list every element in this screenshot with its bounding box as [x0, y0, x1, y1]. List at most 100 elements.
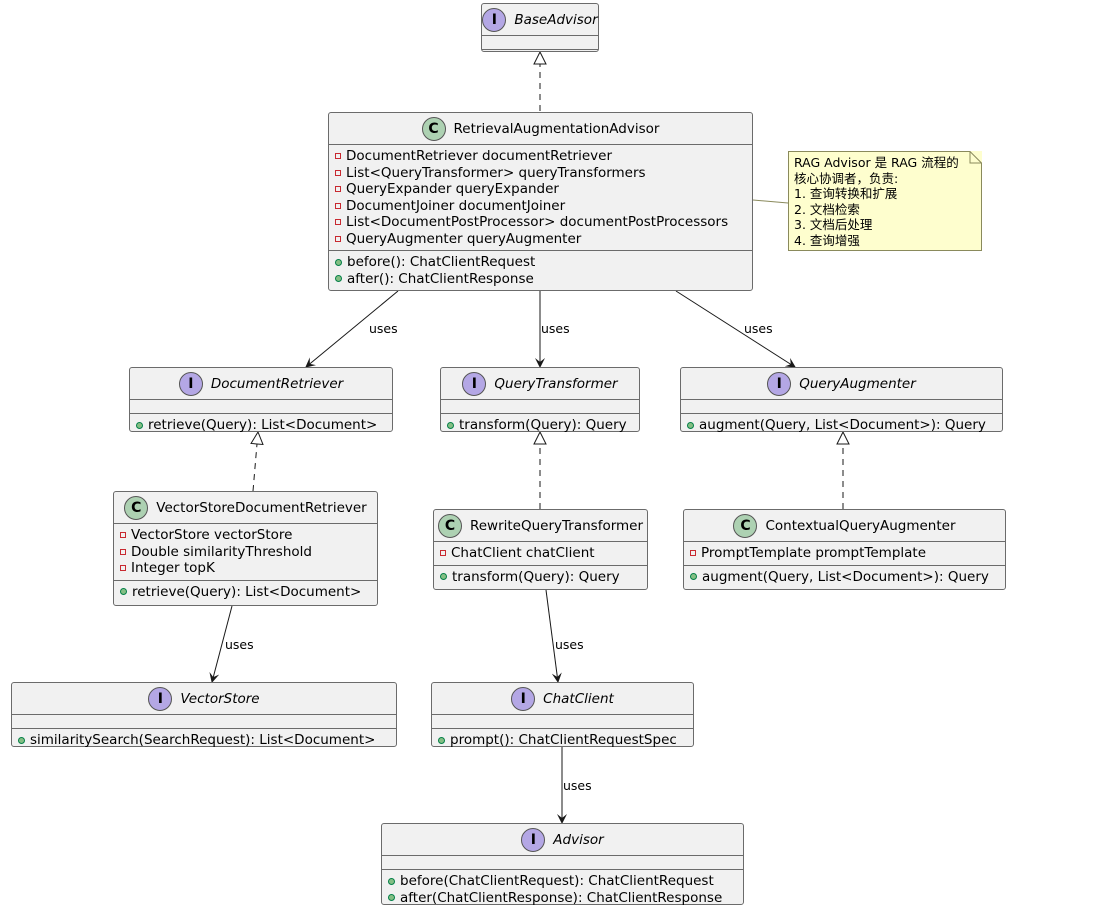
methods-section: retrieve(Query): List<Document> — [114, 581, 377, 604]
method-row: augment(Query, List<Document>): Query — [687, 417, 996, 434]
method-row: after(ChatClientResponse): ChatClientRes… — [388, 890, 737, 907]
public-icon — [120, 588, 127, 596]
fields-section — [681, 400, 1002, 414]
note-line: 4. 查询增强 — [794, 232, 860, 248]
note-line: 核心协调者，负责: — [794, 170, 899, 186]
method-row: before(): ChatClientRequest — [335, 254, 746, 271]
method-row: augment(Query, List<Document>): Query — [690, 569, 999, 586]
class-document-retriever[interactable]: I DocumentRetriever retrieve(Query): Lis… — [129, 367, 393, 433]
public-icon — [438, 736, 445, 744]
fields-section: VectorStore vectorStore Double similarit… — [114, 524, 377, 581]
field-row: Integer topK — [120, 560, 371, 577]
methods-section: augment(Query, List<Document>): Query — [681, 414, 1002, 437]
class-badge-icon: C — [421, 116, 446, 141]
private-icon — [120, 532, 126, 539]
interface-badge-icon: I — [521, 827, 546, 852]
interface-badge-icon: I — [148, 686, 173, 711]
class-name: ChatClient — [543, 690, 614, 707]
private-icon — [120, 548, 126, 555]
class-header: I DocumentRetriever — [130, 368, 392, 400]
methods-section: retrieve(Query): List<Document> — [130, 414, 392, 437]
fields-section — [432, 715, 693, 729]
public-icon — [18, 736, 25, 744]
fields-section: PromptTemplate promptTemplate — [684, 542, 1005, 566]
field-row: VectorStore vectorStore — [120, 527, 371, 544]
field-row: DocumentJoiner documentJoiner — [335, 198, 746, 215]
interface-badge-icon: I — [462, 371, 487, 396]
class-name: VectorStore — [180, 690, 260, 707]
class-badge-icon: C — [437, 513, 462, 538]
fields-section — [441, 400, 639, 414]
public-icon — [335, 275, 342, 283]
fields-section — [12, 715, 396, 729]
public-icon — [335, 258, 342, 266]
realize-vectorretriever-to-documentretriever — [253, 432, 258, 492]
private-icon — [440, 550, 446, 557]
class-name: BaseAdvisor — [514, 11, 598, 28]
class-vector-store-document-retriever[interactable]: C VectorStoreDocumentRetriever VectorSto… — [113, 491, 378, 606]
class-name: QueryTransformer — [494, 375, 618, 392]
public-icon — [388, 894, 395, 902]
uses-label: uses — [744, 321, 773, 336]
methods-section: transform(Query): Query — [434, 566, 647, 589]
class-query-augmenter[interactable]: I QueryAugmenter augment(Query, List<Doc… — [680, 367, 1003, 433]
public-icon — [447, 421, 454, 429]
class-name: ContextualQueryAugmenter — [765, 517, 956, 534]
class-vector-store[interactable]: I VectorStore similaritySearch(SearchReq… — [11, 682, 397, 749]
method-row: after(): ChatClientResponse — [335, 271, 746, 288]
field-row: Double similarityThreshold — [120, 544, 371, 561]
private-icon — [335, 235, 341, 242]
class-badge-icon: C — [733, 513, 758, 538]
method-row: similaritySearch(SearchRequest): List<Do… — [18, 732, 390, 749]
field-row: QueryAugmenter queryAugmenter — [335, 231, 746, 248]
class-contextual-query-augmenter[interactable]: C ContextualQueryAugmenter PromptTemplat… — [683, 509, 1006, 590]
private-icon — [120, 565, 126, 572]
private-icon — [690, 550, 696, 557]
fields-section: DocumentRetriever documentRetriever List… — [329, 145, 752, 251]
uses-label: uses — [541, 321, 570, 336]
public-icon — [687, 421, 694, 429]
public-icon — [136, 421, 143, 429]
class-name: RetrievalAugmentationAdvisor — [453, 120, 660, 137]
private-icon — [335, 186, 341, 193]
method-row: transform(Query): Query — [447, 417, 633, 434]
methods-section: prompt(): ChatClientRequestSpec — [432, 729, 693, 752]
method-row: retrieve(Query): List<Document> — [120, 584, 371, 601]
class-base-advisor[interactable]: I BaseAdvisor — [481, 3, 599, 52]
class-chat-client[interactable]: I ChatClient prompt(): ChatClientRequest… — [431, 682, 694, 748]
class-name: DocumentRetriever — [210, 375, 344, 392]
public-icon — [388, 877, 395, 885]
class-name: RewriteQueryTransformer — [469, 517, 644, 534]
class-header: I QueryTransformer — [441, 368, 639, 400]
field-row: DocumentRetriever documentRetriever — [335, 148, 746, 165]
fields-section: ChatClient chatClient — [434, 542, 647, 566]
class-advisor[interactable]: I Advisor before(ChatClientRequest): Cha… — [381, 823, 744, 907]
class-badge-icon: C — [124, 495, 149, 520]
uses-label: uses — [563, 778, 592, 793]
uses-label: uses — [225, 637, 254, 652]
interface-badge-icon: I — [178, 371, 203, 396]
class-header: C RetrievalAugmentationAdvisor — [329, 113, 752, 145]
methods-section: before(): ChatClientRequest after(): Cha… — [329, 251, 752, 290]
class-name: VectorStoreDocumentRetriever — [156, 499, 367, 516]
class-header: I VectorStore — [12, 683, 396, 715]
class-rewrite-query-transformer[interactable]: C RewriteQueryTransformer ChatClient cha… — [433, 509, 648, 590]
field-row: ChatClient chatClient — [440, 545, 641, 562]
note-line: 3. 文档后处理 — [794, 217, 873, 232]
class-retrieval-augmentation-advisor[interactable]: C RetrievalAugmentationAdvisor DocumentR… — [328, 112, 753, 291]
field-row: PromptTemplate promptTemplate — [690, 545, 999, 562]
note: RAG Advisor 是 RAG 流程的 核心协调者，负责: 1. 查询转换和… — [788, 151, 982, 251]
class-header: I ChatClient — [432, 683, 693, 715]
uses-vectorretriever-to-vectorstore — [209, 605, 233, 683]
note-line: 1. 查询转换和扩展 — [794, 186, 898, 201]
public-icon — [690, 573, 697, 581]
class-header: I QueryAugmenter — [681, 368, 1002, 400]
uses-label: uses — [369, 321, 398, 336]
field-row: List<DocumentPostProcessor> documentPost… — [335, 214, 746, 231]
note-line: 2. 文档检索 — [794, 201, 860, 217]
class-query-transformer[interactable]: I QueryTransformer transform(Query): Que… — [440, 367, 640, 434]
class-header: I BaseAdvisor — [482, 4, 598, 36]
class-header: C ContextualQueryAugmenter — [684, 510, 1005, 542]
interface-badge-icon: I — [511, 686, 536, 711]
private-icon — [335, 169, 341, 176]
